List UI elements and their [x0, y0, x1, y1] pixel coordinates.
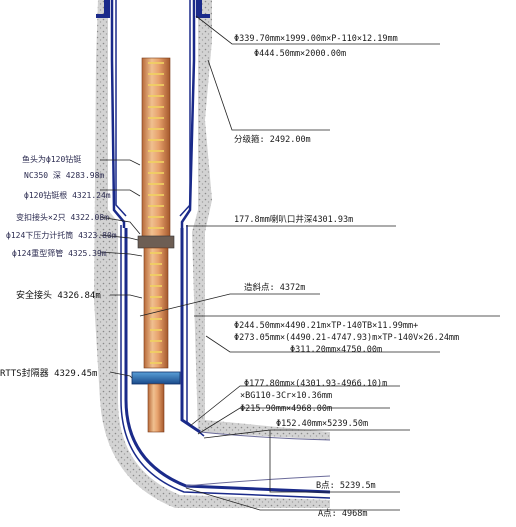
tool-band: [148, 73, 164, 75]
label-point-b: B点: 5239.5m: [316, 481, 376, 491]
label-casing-mid2: Φ273.05mm×(4490.21-4747.93)m×TP-140V×26.…: [234, 333, 459, 343]
tool-band: [148, 172, 164, 174]
tool-string: [131, 57, 181, 433]
tool-band: [150, 307, 162, 309]
tool-bands: [148, 62, 164, 364]
label-crossover: 变扣接头×2只 4322.08m: [16, 212, 109, 222]
tool-band: [150, 296, 162, 298]
tool-band: [148, 62, 164, 64]
tool-band: [148, 84, 164, 86]
surface-casing: [96, 0, 210, 18]
label-liner1: Φ177.80mm×(4301.93-4966.10)m: [244, 379, 387, 389]
tool-band: [148, 161, 164, 163]
tool-band: [148, 227, 164, 229]
tool-band: [148, 183, 164, 185]
tool-band: [150, 263, 162, 265]
leader-lines: [99, 15, 500, 511]
label-heavy-pipe: ф124重型筛管 4325.39m: [12, 248, 107, 258]
tool-band: [148, 139, 164, 141]
label-liner-hanger: 177.8mm喇叭口井深4301.93m: [234, 214, 353, 225]
label-rtts-packer: RTTS封隔器 4329.45m: [0, 367, 97, 379]
production-liner: [120, 225, 331, 499]
tool-band: [150, 318, 162, 320]
tool-band: [148, 95, 164, 97]
tool-band: [148, 128, 164, 130]
cement-sheath: [94, 0, 330, 508]
tool-band: [148, 216, 164, 218]
tool-band: [148, 205, 164, 207]
right-labels: Φ339.70mm×1999.00m×P-110×12.19mm Φ444.50…: [234, 34, 459, 519]
label-fish-top-2: NC350 深 4283.98m: [24, 171, 104, 180]
tool-band: [148, 194, 164, 196]
left-labels: 鱼头为ф120钻铤 NC350 深 4283.98m ф120钻铤根 4321.…: [0, 154, 117, 379]
label-hole-top: Φ444.50mm×2000.00m: [254, 49, 346, 59]
label-hole-bottom: Φ152.40mm×5239.50m: [276, 419, 368, 429]
tool-band: [148, 117, 164, 119]
open-hole: [185, 431, 331, 487]
tool-band: [150, 252, 162, 254]
label-hole-mid: Φ311.20mm×4750.00m: [290, 345, 382, 355]
label-kickoff: 造斜点: 4372m: [244, 282, 305, 293]
label-safety-joint: 安全接头 4326.84m: [16, 289, 101, 301]
tool-band: [148, 150, 164, 152]
label-casing-mid1: Φ244.50mm×4490.21m×TP-140TB×11.99mm+: [234, 321, 418, 331]
tool-band: [150, 285, 162, 287]
label-liner2: ×BG110-3Cr×10.36mm: [240, 391, 332, 401]
label-casing-top: Φ339.70mm×1999.00m×P-110×12.19mm: [234, 34, 398, 44]
label-pressure-gauge: ф124下压力计托筒 4323.80m: [6, 230, 117, 240]
label-hole-liner: Φ215.90mm×4968.00m: [240, 404, 332, 414]
tool-band: [150, 351, 162, 353]
tool-band: [150, 329, 162, 331]
label-point-a: A点: 4968m: [318, 509, 367, 519]
intermediate-casing: [110, 0, 196, 228]
tool-band: [150, 340, 162, 342]
tool-band: [150, 362, 162, 364]
label-fish-top-1: 鱼头为ф120钻铤: [22, 154, 81, 164]
label-stage-collar: 分级箍: 2492.00m: [234, 134, 311, 145]
tool-band: [148, 106, 164, 108]
tool-band: [150, 274, 162, 276]
label-drill-collar: ф120钻铤根 4321.24m: [24, 190, 111, 200]
